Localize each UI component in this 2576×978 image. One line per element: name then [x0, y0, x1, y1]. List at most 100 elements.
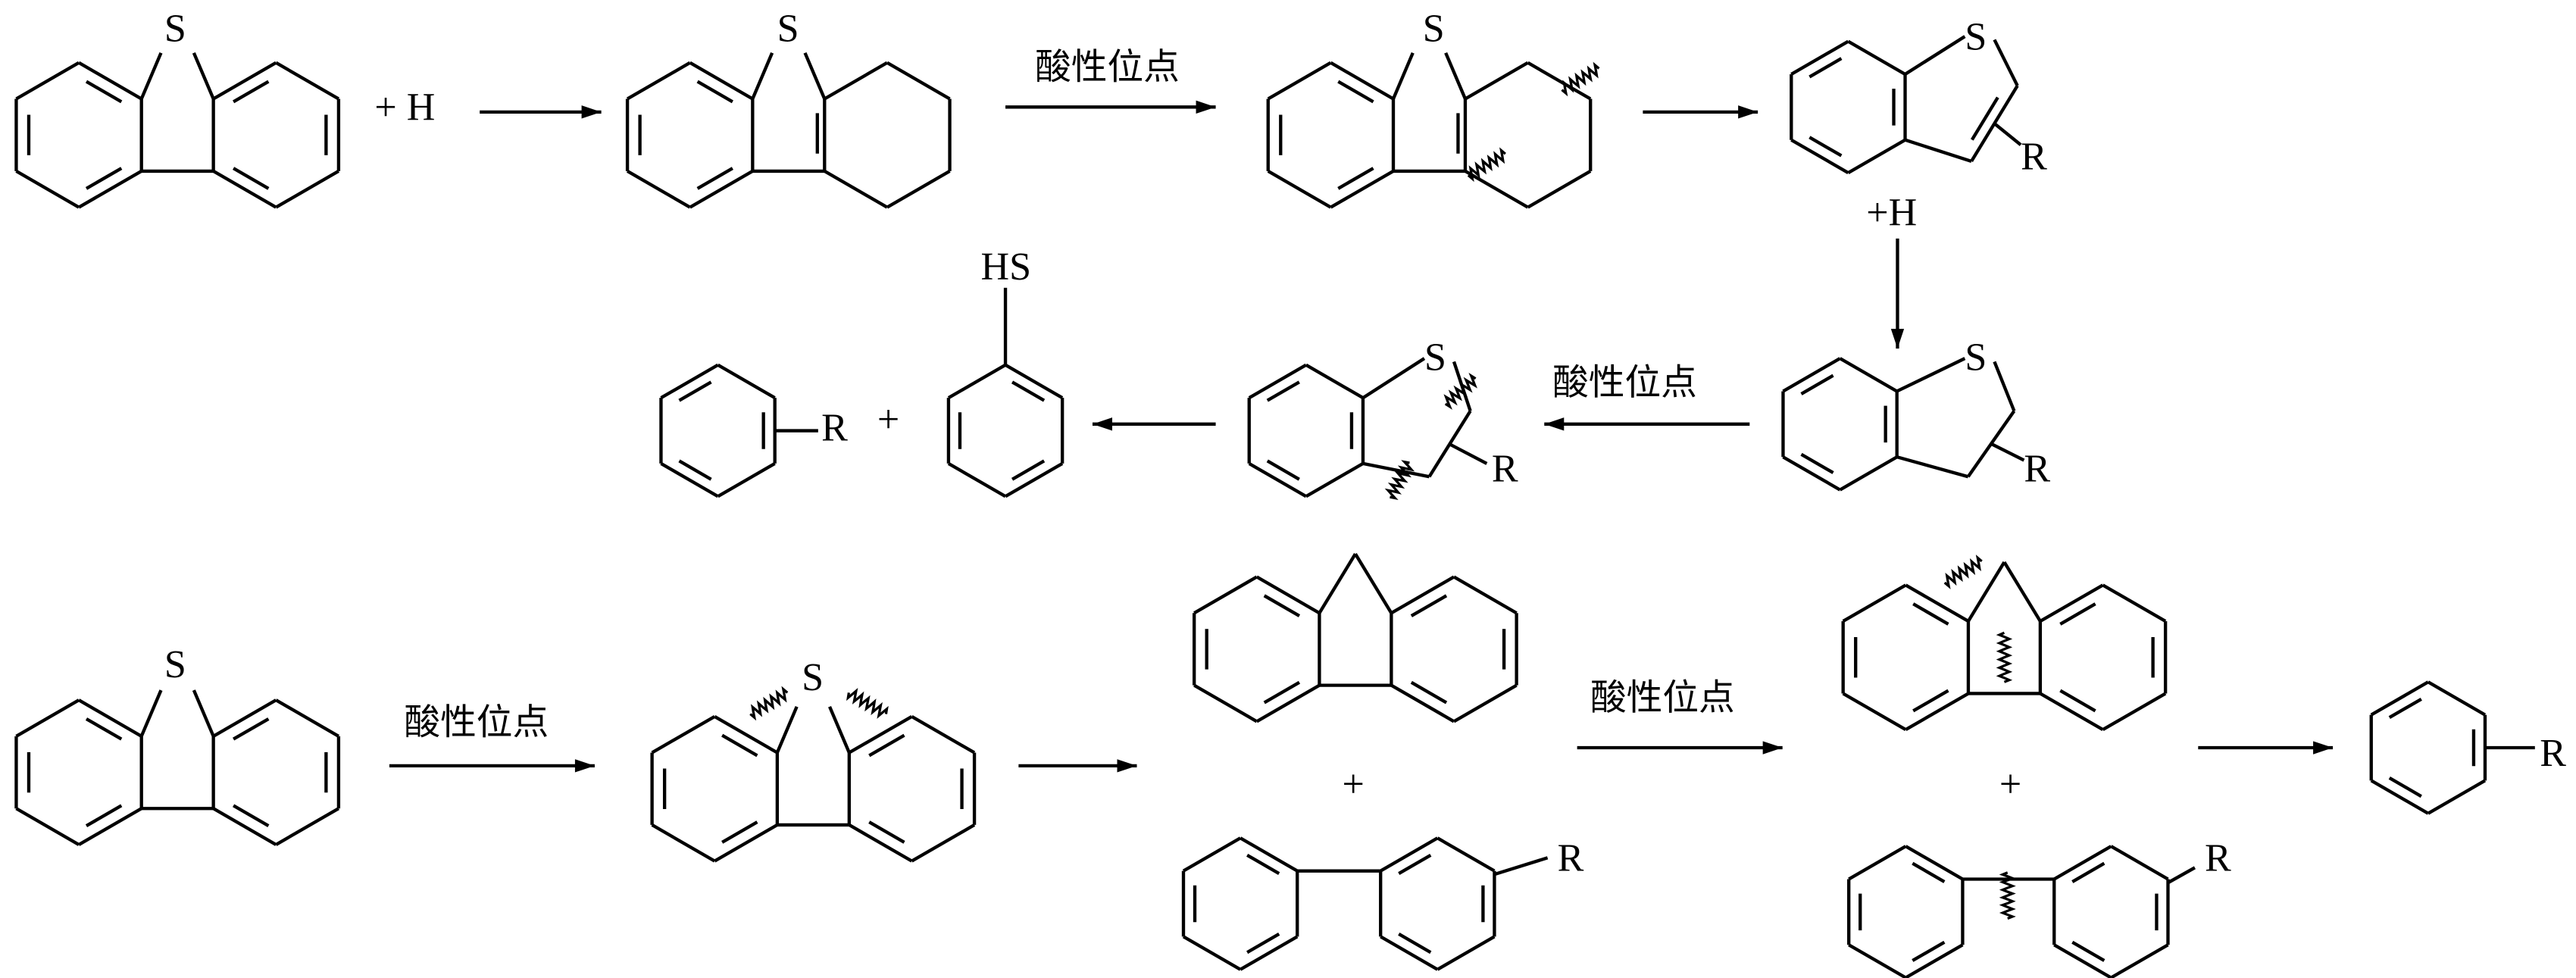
cyclohexane-bond [1464, 170, 1529, 209]
bond-cleavage-wavy-line [1561, 61, 1600, 97]
arrow-head [581, 105, 602, 119]
c-c-bond [1318, 553, 1357, 614]
cyclohexane-bond [824, 61, 889, 101]
left-benzene-bond [1330, 61, 1395, 101]
benzene-double-bond [1800, 373, 1834, 395]
sulfur-label: S [802, 656, 824, 699]
benzene-double-bond [1246, 933, 1280, 955]
right-benzene-bond [911, 714, 976, 755]
cyclohexane-bond [1527, 170, 1592, 209]
benzene-bond [1905, 845, 1964, 881]
c-s-bond [1896, 357, 1966, 393]
left-benzene-bond [1255, 683, 1321, 723]
benzene-bond [1436, 935, 1496, 971]
thiophenol-ring-double-bond [1011, 380, 1046, 402]
right-benzene-bond [275, 807, 339, 846]
right-benzene-double-bond [233, 717, 270, 741]
c-s-bond [1904, 35, 1966, 76]
right-benzene-bond [1390, 575, 1455, 615]
right-benzene-bond [848, 823, 913, 863]
benzene-double-bond [2071, 940, 2106, 962]
right-benzene-bond [1390, 683, 1455, 723]
c-s-bond [751, 52, 774, 100]
c-s-bond [1361, 357, 1426, 399]
right-benzene-double-bond [2059, 602, 2096, 626]
left-benzene-bond [627, 61, 691, 101]
left-benzene-bond [1267, 170, 1332, 209]
substituent-label: R [2540, 732, 2566, 775]
arrow-head [1092, 417, 1112, 431]
left-benzene-bond [714, 823, 778, 863]
left-benzene-double-bond [85, 167, 123, 190]
left-benzene-bond [77, 170, 142, 209]
c-c-bond [1896, 455, 1969, 479]
benzene-double-bond [1266, 380, 1300, 402]
thiophenol-ring-bond [1004, 363, 1064, 400]
right-benzene-double-bond [233, 167, 270, 190]
right-benzene-bond [2102, 692, 2167, 732]
benzene-bond [2110, 845, 2169, 881]
substituent-bond [1448, 442, 1488, 465]
benzene-double-bond [1912, 861, 1946, 883]
plus-label: + [1343, 763, 1365, 806]
benzene-bond [1848, 943, 1907, 978]
acid-site-label: 酸性位点 [1552, 362, 1697, 404]
benzene-bond [1782, 357, 1841, 393]
bond-cleavage-wavy-line [846, 688, 889, 719]
arrow-head [1544, 417, 1565, 431]
right-benzene-double-bond [868, 820, 905, 844]
right-benzene-bond [275, 61, 339, 101]
right-benzene-bond [1452, 575, 1518, 615]
benzene-bond [1905, 943, 1964, 978]
substituent-bond [1993, 122, 2022, 146]
sulfur-label: S [1423, 8, 1445, 51]
benzene-double-bond [1800, 452, 1834, 474]
benzene-bond [1182, 836, 1242, 873]
left-benzene-bond [1193, 683, 1258, 723]
benzene-double-bond [1266, 459, 1300, 481]
c-c-bond [1362, 461, 1430, 479]
left-benzene-bond [627, 170, 691, 209]
left-benzene-bond [15, 807, 80, 846]
right-benzene-bond [212, 61, 277, 101]
arrow-head [1890, 329, 1905, 349]
benzene-bond [1240, 836, 1299, 873]
benzene-bond [1305, 363, 1365, 400]
substituent-label: R [1492, 448, 1518, 491]
substituent-bond [1990, 442, 2025, 462]
c-s-bond [1392, 52, 1415, 100]
label-layer: S + H S 酸性位点 S S R +H S R 酸性位点 S R HS + … [164, 8, 2566, 880]
benzene-bond [2370, 779, 2429, 815]
right-benzene-bond [2102, 583, 2167, 623]
benzene-bond [1240, 935, 1299, 971]
bond-cleavage-wavy-line [1467, 147, 1506, 183]
right-benzene-double-bond [2059, 689, 2096, 713]
benzene-double-bond [2388, 776, 2422, 798]
left-benzene-bond [15, 61, 80, 101]
c-c-double-bond [1970, 96, 1999, 141]
left-benzene-bond [689, 170, 754, 209]
left-benzene-double-bond [721, 820, 758, 844]
right-benzene-bond [212, 170, 277, 209]
left-benzene-double-bond [1337, 80, 1374, 104]
thiol-label: HS [981, 245, 1032, 289]
right-benzene-bond [911, 823, 976, 863]
right-benzene-bond [275, 170, 339, 209]
left-benzene-double-bond [721, 733, 758, 758]
bond-cleavage-wavy-line [1443, 373, 1477, 410]
c-s-bond [775, 705, 799, 754]
benzene-bond [1248, 363, 1307, 400]
benzene-bond [1847, 138, 1906, 174]
bond-layer [14, 35, 2535, 978]
left-benzene-bond [77, 698, 142, 738]
sulfur-label: S [1965, 15, 1987, 58]
left-benzene-bond [1905, 583, 1970, 623]
left-benzene-bond [77, 61, 142, 101]
c-s-bond [192, 689, 215, 737]
left-benzene-bond [651, 714, 716, 755]
c-s-bond [139, 689, 163, 737]
acid-site-label: 酸性位点 [1035, 46, 1180, 88]
benzene-double-bond [1809, 57, 1843, 79]
benzene-double-bond [1912, 940, 1946, 962]
